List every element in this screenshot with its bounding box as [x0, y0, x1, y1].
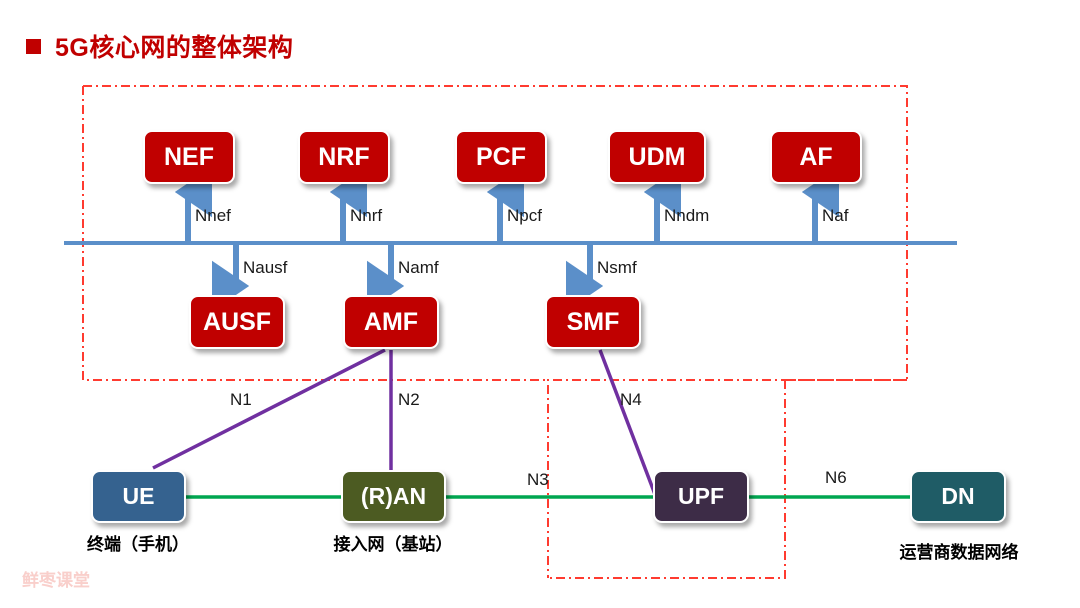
label-n2: N2 — [398, 390, 420, 409]
label-naf: Naf — [822, 206, 849, 225]
node-ausf-label: AUSF — [202, 307, 272, 336]
title-bullet-icon — [26, 38, 41, 54]
core-network-boundary — [83, 85, 908, 578]
label-npcf: Npcf — [507, 206, 542, 225]
n1-link — [152, 348, 386, 470]
node-smf-label: SMF — [566, 307, 620, 336]
node-ausf[interactable]: AUSF — [189, 295, 285, 349]
node-nrf[interactable]: NRF — [298, 130, 390, 184]
node-ue[interactable]: UE — [91, 470, 186, 523]
node-dn[interactable]: DN — [910, 470, 1006, 523]
label-namf: Namf — [398, 258, 439, 277]
node-nrf-label: NRF — [318, 142, 370, 171]
node-upf[interactable]: UPF — [653, 470, 749, 523]
node-ran[interactable]: (R)AN — [341, 470, 446, 523]
n4-link — [598, 349, 658, 498]
node-ran-label: (R)AN — [360, 483, 427, 509]
node-pcf[interactable]: PCF — [455, 130, 547, 184]
node-udm-label: UDM — [628, 142, 686, 171]
page-title: 5G核心网的整体架构 — [26, 28, 293, 64]
node-amf-label: AMF — [363, 307, 419, 336]
core-network-boundary-left — [82, 86, 548, 381]
watermark: 鲜枣课堂 — [22, 571, 90, 590]
node-udm[interactable]: UDM — [608, 130, 706, 184]
user-plane-boundary — [548, 380, 786, 579]
node-upf-label: UPF — [678, 483, 724, 509]
node-af-label: AF — [799, 142, 833, 171]
label-n4: N4 — [620, 390, 642, 409]
label-n6: N6 — [825, 468, 847, 487]
node-smf[interactable]: SMF — [545, 295, 641, 349]
node-nef[interactable]: NEF — [143, 130, 235, 184]
caption-ran: 接入网（基站） — [333, 535, 453, 554]
node-pcf-label: PCF — [476, 142, 526, 171]
node-dn-label: DN — [941, 483, 975, 509]
label-n3: N3 — [527, 470, 549, 489]
node-ue-label: UE — [122, 483, 155, 509]
node-af[interactable]: AF — [770, 130, 862, 184]
label-nnrf: Nnrf — [350, 206, 383, 225]
label-nndm: Nndm — [664, 206, 710, 225]
label-nausf: Nausf — [243, 258, 288, 277]
node-nef-label: NEF — [164, 142, 214, 171]
label-n1: N1 — [230, 390, 252, 409]
caption-ue: 终端（手机） — [87, 535, 189, 554]
label-nnef: Nnef — [195, 206, 231, 225]
label-nsmf: Nsmf — [597, 258, 637, 277]
caption-dn: 运营商数据网络 — [899, 543, 1019, 562]
node-amf[interactable]: AMF — [343, 295, 439, 349]
title-label: 5G核心网的整体架构 — [55, 34, 294, 62]
